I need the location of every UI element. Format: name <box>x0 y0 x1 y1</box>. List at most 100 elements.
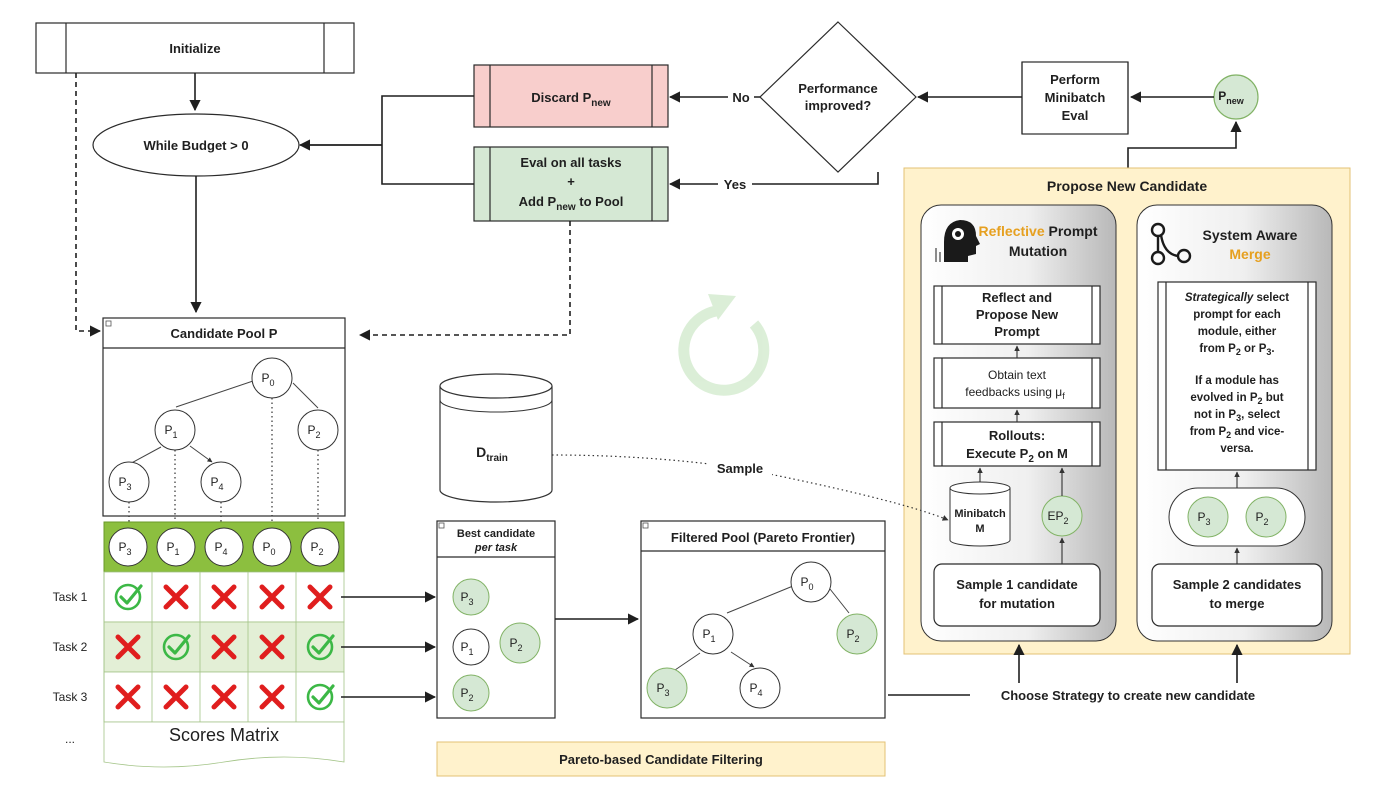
reflective-line2: Mutation <box>1009 243 1067 259</box>
best-candidate-panel: Best candidate per task P3 P1 P2 P2 <box>436 520 556 719</box>
reflective-title: Reflective Prompt <box>978 223 1097 239</box>
scores-ellipsis: ... <box>65 732 75 746</box>
candidate-pool-title: Candidate Pool P <box>171 326 278 341</box>
reflect-line2: Propose New <box>976 307 1059 322</box>
choose-strategy-label: Choose Strategy to create new candidate <box>1001 688 1255 703</box>
svg-text:M: M <box>975 523 984 535</box>
sample2-line2: to merge <box>1210 596 1265 611</box>
merge-p3-node <box>1187 496 1229 538</box>
sample-label: Sample <box>717 461 763 476</box>
propose-title: Propose New Candidate <box>1047 178 1207 194</box>
eval-all-line2: + <box>567 174 575 189</box>
svg-text:Strategically select: Strategically select <box>1185 292 1289 304</box>
arrow-back-to-while <box>301 95 474 185</box>
arrow-eval-to-pool-dashed <box>358 221 571 341</box>
reflective-mutation-panel: Reflective Prompt Mutation Reflect and P… <box>920 204 1117 642</box>
arrow-propose-to-pnew <box>1127 120 1242 168</box>
merge-p2-node <box>1245 496 1287 538</box>
svg-text:versa.: versa. <box>1220 443 1253 455</box>
cross-icon <box>115 634 141 660</box>
minibatch-eval-line1: Perform <box>1050 72 1100 87</box>
check-icon <box>114 583 143 611</box>
minibatch-eval-line3: Eval <box>1062 108 1089 123</box>
dtrain-database: Dtrain <box>439 373 553 503</box>
matrix-header-p4 <box>204 527 244 567</box>
svg-text:evolved in P2 but: evolved in P2 but <box>1190 392 1283 406</box>
candidate-pool-panel: Candidate Pool P P0 P1 P2 P3 P4 <box>102 317 346 528</box>
performance-diamond: Performance improved? <box>759 21 917 173</box>
sample2-line1: Sample 2 candidates <box>1173 577 1302 592</box>
cross-icon <box>211 634 237 660</box>
matrix-header-p2 <box>300 527 340 567</box>
discard-label: Discard Pnew <box>531 90 611 109</box>
feedback-line1: Obtain text <box>988 368 1047 382</box>
cross-icon <box>163 684 189 710</box>
best-candidate-line1: Best candidate <box>457 528 535 540</box>
minibatch-eval-line2: Minibatch <box>1045 90 1106 105</box>
svg-text:Minibatch: Minibatch <box>954 508 1006 520</box>
eval-all-box: Eval on all tasks + Add Pnew to Pool <box>473 146 669 222</box>
cross-icon <box>115 684 141 710</box>
cross-icon <box>259 634 285 660</box>
pareto-filtering-label-box: Pareto-based Candidate Filtering <box>436 741 886 777</box>
cross-icon <box>307 584 333 610</box>
svg-text:EP2: EP2 <box>1047 509 1068 526</box>
refresh-cycle-icon <box>678 294 770 396</box>
check-icon <box>306 633 335 661</box>
svg-text:If a module has: If a module has <box>1195 375 1279 387</box>
scores-matrix-label: Scores Matrix <box>169 725 279 745</box>
sample1-line1: Sample 1 candidate <box>956 577 1077 592</box>
feedback-line2: feedbacks using μf <box>965 385 1065 401</box>
svg-text:Pnew: Pnew <box>1218 89 1245 106</box>
eval-all-line3: Add Pnew to Pool <box>519 194 624 213</box>
svg-text:module, either: module, either <box>1198 326 1277 338</box>
task-label: Task 3 <box>53 690 88 704</box>
arrow-yes <box>668 172 879 190</box>
matrix-header-p0 <box>252 527 292 567</box>
svg-text:prompt for each: prompt for each <box>1193 309 1281 321</box>
cross-icon <box>163 584 189 610</box>
svg-text:Dtrain: Dtrain <box>476 444 508 464</box>
cross-icon <box>259 684 285 710</box>
mutation-p2-node: EP2 <box>1041 495 1083 537</box>
system-aware-merge-panel: System Aware Merge Strategically select … <box>1136 204 1333 642</box>
cross-icon <box>259 584 285 610</box>
pnew-node: Pnew <box>1213 74 1259 120</box>
arrow-init-to-pool-dashed <box>75 73 102 337</box>
task-label: Task 2 <box>53 640 88 654</box>
discard-box: Discard Pnew <box>473 64 669 128</box>
best-candidate-line2: per task <box>474 542 518 554</box>
minibatch-database: Minibatch M <box>949 481 1011 547</box>
while-budget-label: While Budget > 0 <box>143 138 248 153</box>
no-label: No <box>732 90 749 105</box>
reflect-line1: Reflect and <box>982 290 1052 305</box>
check-icon <box>306 683 335 711</box>
matrix-header-p1 <box>156 527 196 567</box>
matrix-header-p3 <box>108 527 148 567</box>
yes-label: Yes <box>724 177 746 192</box>
check-icon <box>162 633 191 661</box>
filtered-pool-panel: Filtered Pool (Pareto Frontier) P0 P1 P2… <box>640 520 886 719</box>
sample1-line2: for mutation <box>979 596 1055 611</box>
svg-text:not in P3, select: not in P3, select <box>1194 409 1280 423</box>
cross-icon <box>211 684 237 710</box>
eval-all-line1: Eval on all tasks <box>520 155 621 170</box>
git-merge-icon <box>1150 222 1192 266</box>
filtered-pool-title: Filtered Pool (Pareto Frontier) <box>671 530 855 545</box>
pareto-label: Pareto-based Candidate Filtering <box>559 752 763 767</box>
head-brain-icon <box>935 220 980 262</box>
rollouts-line2: Execute P2 on M <box>966 446 1068 465</box>
initialize-box: Initialize <box>35 22 355 74</box>
task-label: Task 1 <box>53 590 88 604</box>
initialize-label: Initialize <box>169 41 220 56</box>
reflect-line3: Prompt <box>994 324 1040 339</box>
performance-line1: Performance <box>798 81 877 96</box>
svg-text:from P2 or P3.: from P2 or P3. <box>1199 343 1274 357</box>
while-budget-ellipse: While Budget > 0 <box>92 113 300 177</box>
cross-icon <box>211 584 237 610</box>
system-aware-line2: Merge <box>1229 246 1270 262</box>
svg-text:from P2 and vice-: from P2 and vice- <box>1190 426 1285 440</box>
minibatch-eval-box: Perform Minibatch Eval <box>1021 61 1129 135</box>
